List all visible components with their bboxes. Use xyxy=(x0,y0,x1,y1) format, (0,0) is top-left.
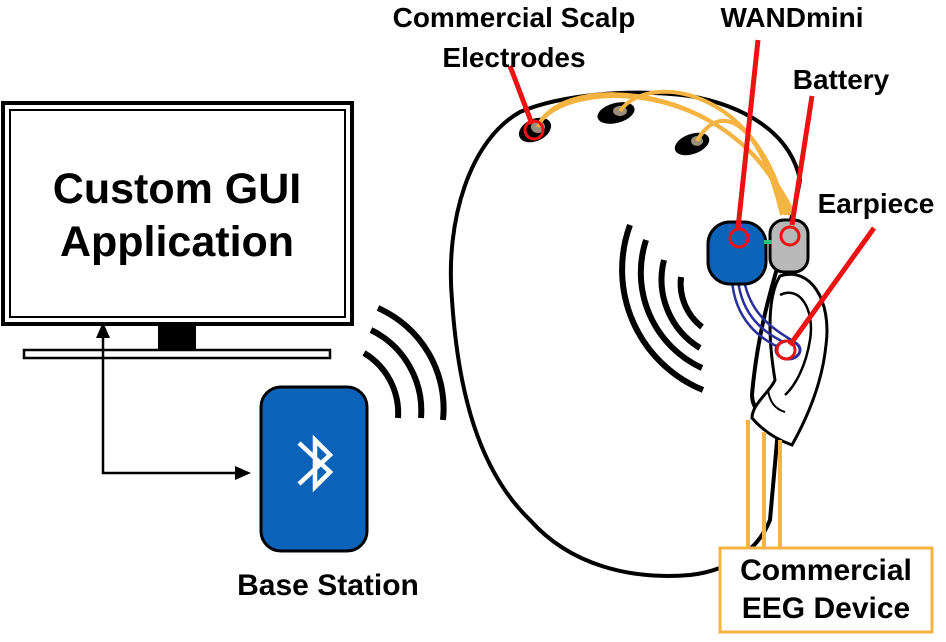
wandmini-device xyxy=(706,220,768,286)
connector-link xyxy=(764,240,772,244)
wandmini-label: WANDmini xyxy=(720,2,863,33)
wireless-signal-icon xyxy=(362,305,447,421)
eeg-device-label-line2: EEG Device xyxy=(742,592,910,625)
head-wireless-signal-icon xyxy=(619,223,705,393)
monitor-title-line2: Application xyxy=(60,218,294,266)
monitor-icon xyxy=(1,101,354,360)
connection-arrow xyxy=(96,322,251,480)
eeg-device-label-line1: Commercial xyxy=(740,554,912,587)
battery-label: Battery xyxy=(793,64,890,95)
electrode-wires xyxy=(536,89,796,216)
callout-circles xyxy=(523,119,801,361)
base-station-label: Base Station xyxy=(237,569,419,602)
callout-lines xyxy=(507,39,877,347)
scalp-electrodes-label-line2: Electrodes xyxy=(442,42,585,73)
scalp-electrodes-label-line1: Commercial Scalp xyxy=(393,2,636,33)
eeg-device-wires xyxy=(746,420,782,548)
bluetooth-icon xyxy=(297,434,334,493)
monitor-title-line1: Custom GUI xyxy=(53,165,301,213)
eeg-device-box xyxy=(718,546,934,634)
earpiece-label: Earpiece xyxy=(818,188,935,219)
